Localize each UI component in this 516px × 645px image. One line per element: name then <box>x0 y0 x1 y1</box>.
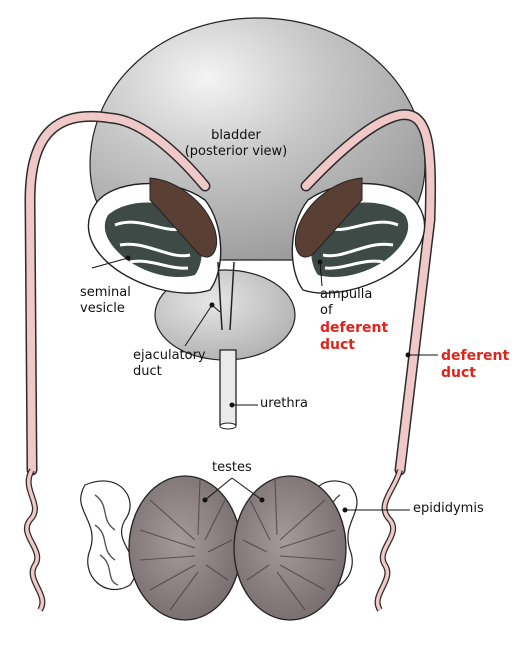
label-ejaculatory-duct: ejaculatory duct <box>133 348 206 380</box>
label-deferent-duct-left: deferent duct <box>320 320 388 354</box>
testis-right <box>234 476 346 620</box>
label-deferent-duct-right: deferent duct <box>441 348 509 382</box>
urethra <box>220 350 236 429</box>
label-testes: testes <box>212 460 252 476</box>
epididymis-left <box>27 470 136 610</box>
label-bladder: bladder (posterior view) <box>176 128 296 160</box>
label-urethra: urethra <box>260 396 308 412</box>
label-ampulla: ampulla of <box>320 287 372 319</box>
label-seminal-vesicle: seminal vesicle <box>80 285 131 317</box>
label-epididymis: epididymis <box>413 501 484 517</box>
testis-left <box>129 476 241 620</box>
